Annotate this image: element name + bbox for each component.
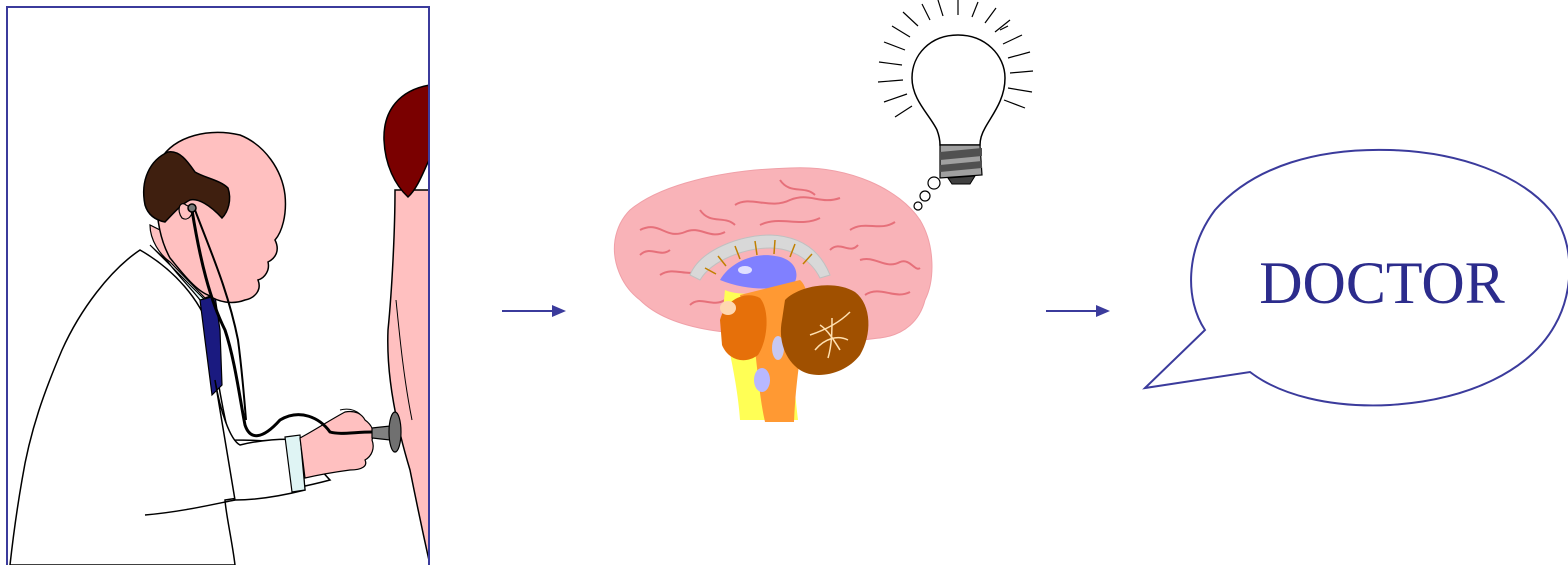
brain-icon	[614, 168, 932, 422]
speech-bubble-icon: DOCTOR	[1145, 150, 1568, 406]
arrow-right-icon	[502, 305, 566, 317]
arrow-right-icon	[1046, 305, 1110, 317]
doctor-illustration	[10, 132, 373, 565]
speech-bubble-text: DOCTOR	[1259, 250, 1505, 316]
doctor-patient-panel	[7, 7, 430, 565]
lightbulb-icon	[878, 0, 1033, 184]
patient-illustration	[384, 85, 430, 565]
thought-bubbles-icon	[914, 177, 940, 210]
